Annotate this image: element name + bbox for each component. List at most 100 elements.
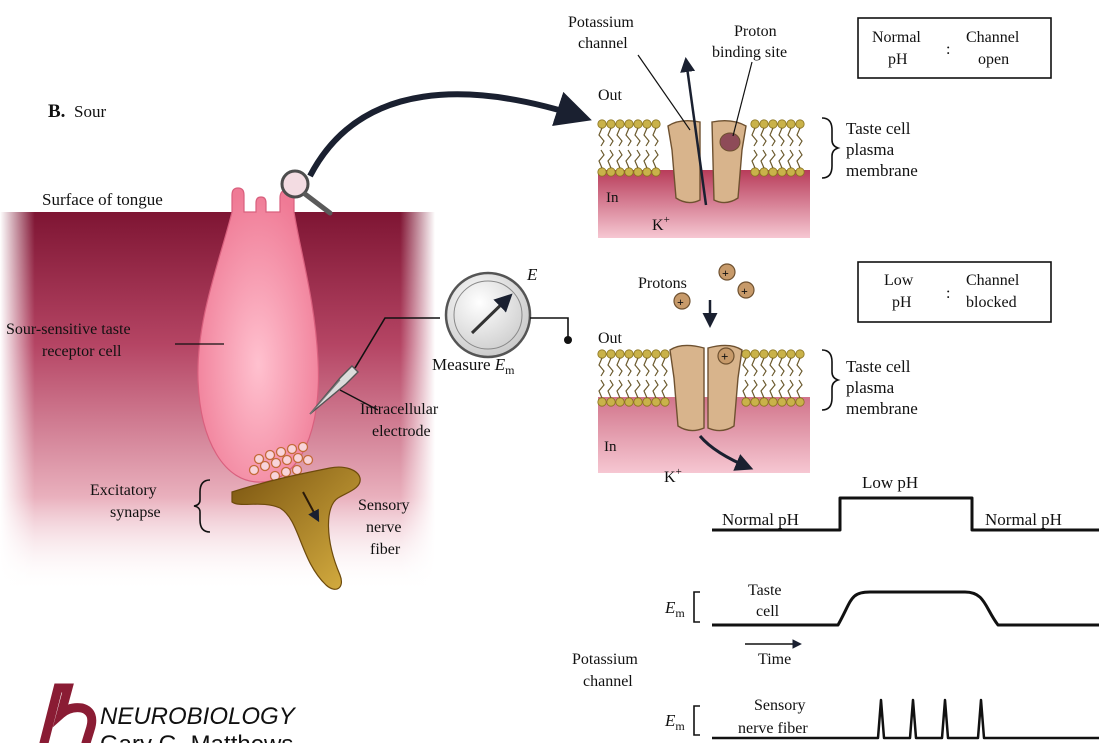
- top-membrane-brace: [822, 118, 838, 178]
- low-ph-label: Low pH: [862, 473, 918, 492]
- meter-symbol: E: [526, 265, 538, 284]
- ground-wire: [530, 318, 568, 338]
- lipid-head: [607, 398, 615, 406]
- top-proton-label-1: Proton: [734, 23, 777, 40]
- taste-em-symbol: Em: [664, 598, 685, 620]
- top-state-channel-2: open: [978, 51, 1009, 68]
- lipid-head: [742, 398, 750, 406]
- top-potassium-label-1: Potassium: [568, 14, 634, 31]
- bottom-state-channel-2: blocked: [966, 294, 1017, 311]
- proton-symbol-1: +: [722, 266, 729, 280]
- lipid-head: [652, 168, 660, 176]
- svg-text:+: +: [721, 349, 728, 364]
- lipid-head: [796, 120, 804, 128]
- bottom-membrane-label-3: membrane: [846, 399, 918, 418]
- lipid-head: [598, 120, 606, 128]
- lipid-head: [661, 350, 669, 358]
- zoom-arrow: [310, 94, 585, 176]
- electrode-label-1: Intracellular: [360, 401, 439, 418]
- panel-title: Sour: [74, 102, 106, 121]
- logo-b-glyph: [44, 688, 92, 743]
- taste-cell-trace-label-1: Taste: [748, 582, 782, 599]
- top-membrane-label-2: plasma: [846, 140, 895, 159]
- lipid-head: [778, 168, 786, 176]
- sensory-trace-label-2: nerve fiber: [738, 720, 808, 737]
- taste-em-bracket: [694, 592, 700, 622]
- top-state-channel-1: Channel: [966, 29, 1020, 46]
- voltmeter-dial: [446, 273, 530, 357]
- lipid-head: [751, 120, 759, 128]
- lipid-head: [796, 168, 804, 176]
- bottom-state-colon: :: [946, 285, 950, 302]
- bottom-state-ph-2: pH: [892, 294, 912, 311]
- lipid-head: [778, 350, 786, 358]
- top-state-ph-1: Normal: [872, 29, 921, 46]
- neurobiology-logo: NEUROBIOLOGY Gary G. Matthews: [44, 688, 297, 743]
- lipid-head: [760, 168, 768, 176]
- bottom-membrane-label-2: plasma: [846, 378, 895, 397]
- ground-terminal: [564, 336, 572, 344]
- bottom-k-label: K+: [664, 466, 682, 486]
- lipid-head: [751, 168, 759, 176]
- lipid-head: [787, 350, 795, 358]
- normal-ph-right-label: Normal pH: [985, 510, 1062, 529]
- lipid-head: [661, 398, 669, 406]
- bottom-state-channel-1: Channel: [966, 272, 1020, 289]
- lipid-head: [769, 398, 777, 406]
- lipid-head: [760, 398, 768, 406]
- lipid-head: [607, 350, 615, 358]
- bottom-state-ph-1: Low: [884, 272, 914, 289]
- top-membrane-label-1: Taste cell: [846, 119, 911, 138]
- sensory-em-bracket: [694, 706, 700, 735]
- receptor-cell-label-1: Sour-sensitive taste: [6, 321, 131, 338]
- lipid-head: [598, 350, 606, 358]
- lipid-head: [607, 168, 615, 176]
- brand-author: Gary G. Matthews: [100, 731, 293, 743]
- bottom-membrane-panel: +: [598, 300, 810, 473]
- lipid-head: [643, 398, 651, 406]
- top-potassium-label-2: channel: [578, 35, 628, 52]
- panel-letter: B.: [48, 101, 65, 122]
- lipid-head: [616, 398, 624, 406]
- lipid-head: [796, 350, 804, 358]
- top-proton-label-2: binding site: [712, 44, 787, 61]
- lipid-head: [787, 398, 795, 406]
- sensory-trace-label-1: Sensory: [754, 697, 806, 714]
- lipid-head: [769, 168, 777, 176]
- lipid-head: [760, 120, 768, 128]
- top-state-box: Normal pH : Channel open: [858, 18, 1051, 78]
- top-state-ph-2: pH: [888, 51, 908, 68]
- nerve-label-1: Sensory: [358, 497, 410, 514]
- lipid-head: [787, 120, 795, 128]
- lipid-head: [787, 168, 795, 176]
- time-label: Time: [758, 651, 791, 668]
- bottom-state-box: Low pH : Channel blocked: [858, 262, 1051, 322]
- lipid-head: [634, 168, 642, 176]
- bottom-membrane-label-1: Taste cell: [846, 357, 911, 376]
- proton-symbol-2: +: [741, 284, 748, 298]
- lipid-head: [652, 120, 660, 128]
- lipid-head: [769, 350, 777, 358]
- proton-symbol-3: +: [677, 295, 684, 309]
- lipid-head: [616, 168, 624, 176]
- normal-ph-left-label: Normal pH: [722, 510, 799, 529]
- lipid-head: [634, 120, 642, 128]
- lipid-head: [598, 398, 606, 406]
- sensory-em-symbol: Em: [664, 711, 685, 733]
- lipid-head: [625, 350, 633, 358]
- lipid-head: [634, 350, 642, 358]
- potassium-trace-label-1: Potassium: [572, 651, 638, 668]
- lipid-head: [625, 168, 633, 176]
- top-membrane-panel: [598, 60, 810, 238]
- top-state-colon: :: [946, 41, 950, 58]
- protons-label: Protons: [638, 275, 687, 292]
- receptor-cell-label-2: receptor cell: [42, 343, 122, 360]
- lipid-head: [643, 120, 651, 128]
- lipid-head: [607, 120, 615, 128]
- electrode-label-2: electrode: [372, 423, 431, 440]
- lipid-head: [760, 350, 768, 358]
- lipid-head: [769, 120, 777, 128]
- surface-of-tongue-label: Surface of tongue: [42, 190, 163, 209]
- top-membrane-label-3: membrane: [846, 161, 918, 180]
